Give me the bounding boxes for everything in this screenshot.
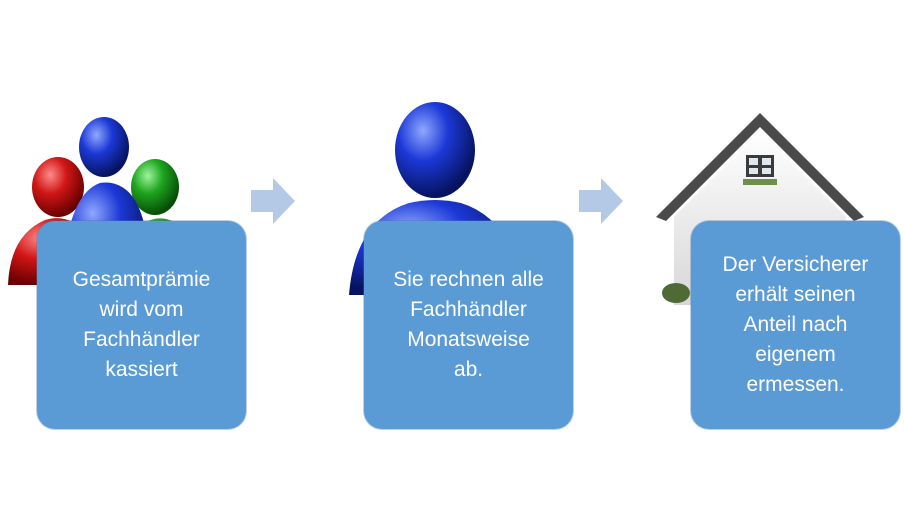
step-textbox: Sie rechnen alle Fachhändler Monatsweise… bbox=[364, 221, 573, 429]
step-insurer-share: Der Versicherer erhält seinen Anteil nac… bbox=[654, 0, 904, 525]
step-textbox: Gesamtprämie wird vom Fachhändler kassie… bbox=[37, 221, 246, 429]
step-text: Sie rechnen alle Fachhändler Monatsweise… bbox=[393, 268, 544, 381]
arrow-right-icon bbox=[251, 178, 295, 224]
step-collect-premium: Gesamtprämie wird vom Fachhändler kassie… bbox=[0, 0, 250, 525]
step-text: Der Versicherer erhält seinen Anteil nac… bbox=[722, 253, 869, 396]
step-monthly-billing: Sie rechnen alle Fachhändler Monatsweise… bbox=[327, 0, 577, 525]
arrow-right-icon bbox=[579, 178, 623, 224]
step-textbox: Der Versicherer erhält seinen Anteil nac… bbox=[691, 221, 900, 429]
step-text: Gesamtprämie wird vom Fachhändler kassie… bbox=[72, 268, 211, 381]
